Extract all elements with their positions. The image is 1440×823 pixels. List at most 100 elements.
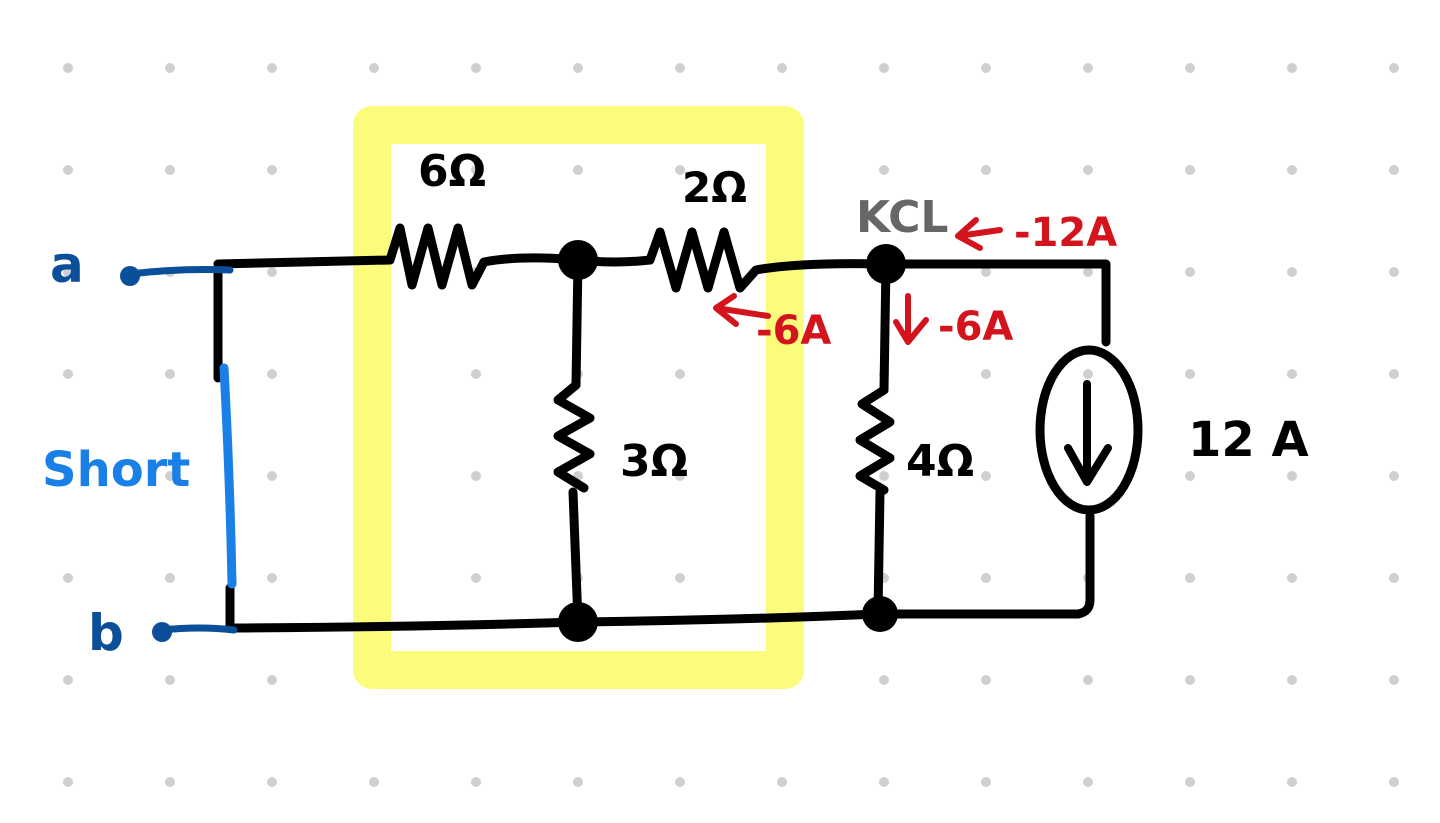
current-annotations: -12A -6A -6A <box>713 210 1117 354</box>
grid-dot <box>63 165 73 175</box>
terminals: a b <box>50 236 238 662</box>
grid-dot <box>1287 573 1297 583</box>
grid-dot <box>267 675 277 685</box>
grid-dot <box>1083 369 1093 379</box>
branch-4-wire-top <box>879 259 891 395</box>
grid-dot <box>981 165 991 175</box>
wire-top-1 <box>213 255 395 269</box>
grid-dot <box>1287 63 1297 73</box>
resistor-3-label: 3Ω <box>620 436 688 487</box>
current-source-circle <box>1035 345 1143 515</box>
grid-dot <box>981 573 991 583</box>
grid-dot <box>981 267 991 277</box>
grid-dot <box>1185 573 1195 583</box>
node-top-middle <box>558 240 598 280</box>
grid-dot <box>675 63 685 73</box>
grid-dot <box>1287 369 1297 379</box>
grid-dot <box>879 165 889 175</box>
grid-dot <box>1185 777 1195 787</box>
grid-dot <box>1389 675 1399 685</box>
grid-dot <box>165 165 175 175</box>
grid-dot <box>1185 675 1195 685</box>
grid-dot <box>1287 165 1297 175</box>
grid-dot <box>471 573 481 583</box>
grid-dot <box>1083 267 1093 277</box>
grid-dot <box>63 573 73 583</box>
wires <box>213 223 1111 633</box>
branch-3-wire-top <box>571 255 583 390</box>
grid-dot <box>675 165 685 175</box>
grid-dot <box>471 777 481 787</box>
grid-dot <box>1083 777 1093 787</box>
grid-dot <box>165 63 175 73</box>
branch-3-wire-bottom <box>568 487 583 627</box>
arrow-left-icon-top <box>955 217 1003 251</box>
grid-dot <box>1185 369 1195 379</box>
grid-dot <box>165 369 175 379</box>
current-label-top: -12A <box>1014 210 1117 256</box>
grid-dot <box>165 777 175 787</box>
node-top-right <box>866 244 906 284</box>
grid-dot <box>1389 471 1399 481</box>
grid-dot <box>267 777 277 787</box>
grid-dot <box>471 165 481 175</box>
grid-dot <box>879 63 889 73</box>
grid-dot <box>471 63 481 73</box>
wire-bottom <box>227 511 1095 633</box>
grid-dot <box>981 777 991 787</box>
grid-dot <box>471 369 481 379</box>
grid-dot <box>1389 267 1399 277</box>
terminal-a-label: a <box>50 236 84 294</box>
resistor-6-zigzag <box>385 223 583 290</box>
arrow-down-icon <box>893 293 929 345</box>
grid-dot <box>63 471 73 481</box>
grid-dot <box>267 573 277 583</box>
grid-dot <box>267 369 277 379</box>
grid-dot <box>1287 267 1297 277</box>
grid-dot <box>165 471 175 481</box>
branch-4-wire-bottom <box>873 487 885 617</box>
grid-dot <box>165 675 175 685</box>
grid-dot <box>1083 675 1093 685</box>
grid-dot <box>369 777 379 787</box>
grid-dot <box>1185 165 1195 175</box>
wire-top-3 <box>881 259 1111 347</box>
grid-dot <box>981 471 991 481</box>
terminal-a-lead <box>126 266 234 278</box>
grid-dot <box>573 777 583 787</box>
grid-dot <box>777 777 787 787</box>
grid-dot <box>879 675 889 685</box>
grid-dot <box>267 165 277 175</box>
resistor-2-label: 2Ω <box>682 163 747 212</box>
resistor-4-zigzag <box>855 385 895 495</box>
grid-dot <box>1287 471 1297 481</box>
grid-dot <box>1389 63 1399 73</box>
grid-dot <box>1083 63 1093 73</box>
grid-dot <box>267 471 277 481</box>
grid-dot <box>1389 777 1399 787</box>
grid-dot <box>981 675 991 685</box>
grid-dot <box>879 777 889 787</box>
current-source-down-arrow-icon <box>1064 380 1112 486</box>
grid-dot <box>1287 777 1297 787</box>
grid-dot <box>1389 573 1399 583</box>
resistor-2-zigzag <box>645 227 891 293</box>
grid-dot <box>63 777 73 787</box>
grid-dot <box>1389 369 1399 379</box>
resistor-6-label: 6Ω <box>418 146 486 197</box>
node-bottom-middle <box>558 602 598 642</box>
grid-dot <box>267 267 277 277</box>
kcl-label: KCL <box>856 192 948 243</box>
grid-dot <box>675 573 685 583</box>
grid-dot <box>981 63 991 73</box>
grid-dot <box>369 63 379 73</box>
terminal-a-dot <box>120 266 140 286</box>
grid-dot <box>675 369 685 379</box>
grid-dot <box>573 165 583 175</box>
grid-dot <box>1185 267 1195 277</box>
nodes <box>558 240 906 642</box>
terminal-b-dot <box>152 622 172 642</box>
current-label-down: -6A <box>938 304 1013 350</box>
highlight-box <box>353 106 804 689</box>
